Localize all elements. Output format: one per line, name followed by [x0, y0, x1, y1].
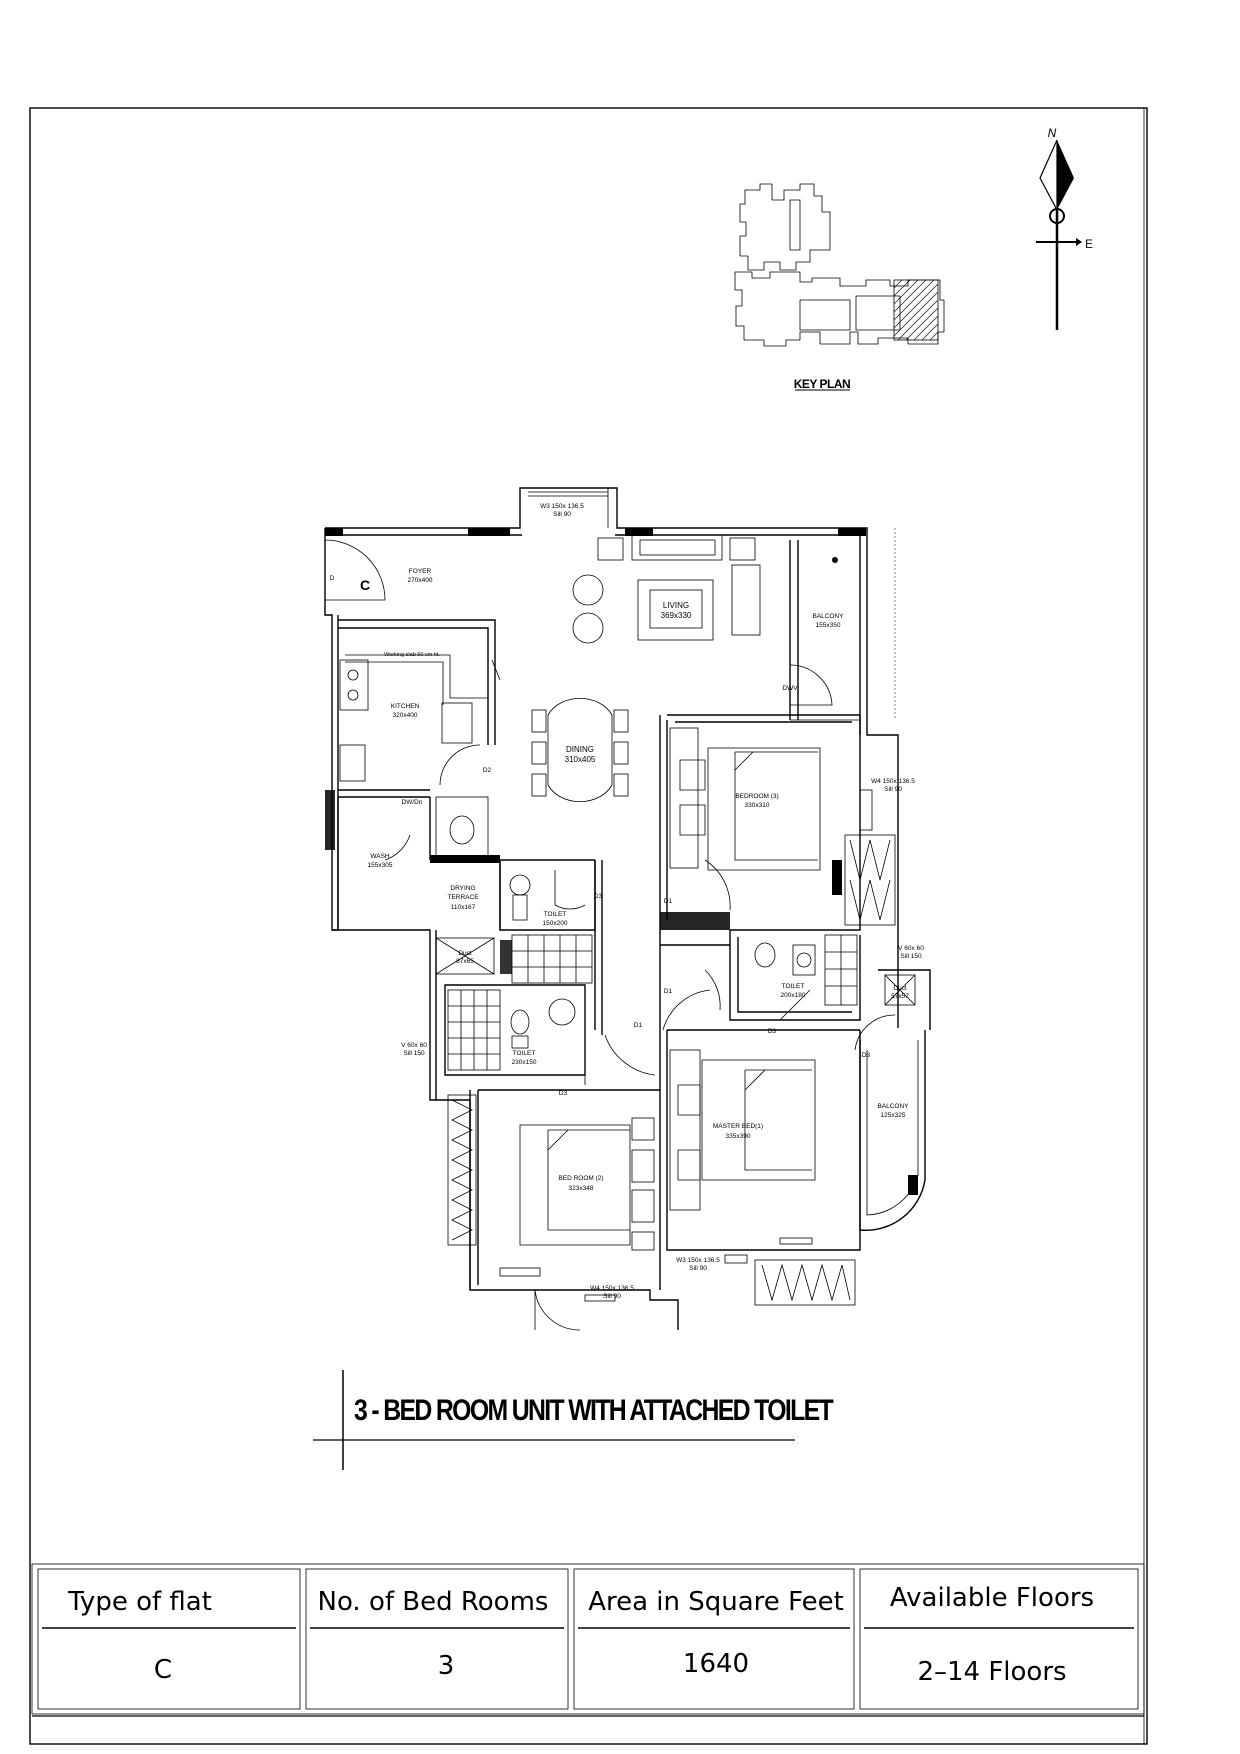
room-label-toilet-b: TOILET 200x180 — [781, 983, 806, 999]
svg-text:369x330: 369x330 — [661, 611, 692, 620]
duct-left-label: Duct — [458, 950, 472, 957]
svg-text:320x400: 320x400 — [393, 712, 418, 719]
svg-text:330x310: 330x310 — [745, 802, 770, 809]
window-top-label: W3 150x 136.5 — [540, 503, 584, 510]
svg-text:BED ROOM (2): BED ROOM (2) — [558, 1175, 603, 1182]
door-label-dwv: DWV — [782, 685, 798, 692]
working-slab-note: Working slab 60 cm ht. — [384, 652, 440, 658]
svg-text:310x405: 310x405 — [565, 755, 596, 764]
svg-text:LIVING: LIVING — [663, 601, 689, 610]
room-label-balcony-top: BALCONY 155x350 — [812, 613, 844, 629]
door-label-d3-c: D3 — [862, 1052, 871, 1059]
compass-north-label: N — [1048, 126, 1057, 140]
table-header-floors: Available Floors — [890, 1583, 1094, 1613]
door-label-d3-d: D3 — [559, 1090, 568, 1097]
room-label-toilet-c: TOILET 230x150 — [512, 1050, 537, 1066]
room-label-bedroom3: BEDROOM (3) 330x310 — [735, 793, 778, 809]
duct-right-size: 57x57 — [891, 993, 909, 1000]
svg-text:WASH: WASH — [370, 853, 390, 860]
window-top-sill: Sill 90 — [553, 511, 571, 518]
door-label-d1-b: D1 — [664, 988, 673, 995]
svg-text:BALCONY: BALCONY — [877, 1103, 909, 1110]
svg-text:125x325: 125x325 — [881, 1112, 906, 1119]
table-header-bedrooms: No. of Bed Rooms — [318, 1587, 549, 1617]
svg-text:155x305: 155x305 — [368, 862, 393, 869]
room-label-bedroom2: BED ROOM (2) 323x348 — [558, 1175, 603, 1192]
table-value-bedrooms: 3 — [438, 1651, 455, 1681]
window-right-sill: Sill 90 — [884, 786, 902, 793]
table-value-floors: 2–14 Floors — [917, 1657, 1066, 1687]
svg-text:FOYER: FOYER — [409, 568, 432, 575]
vent-right-label: V 60x 60 — [898, 945, 924, 952]
key-plan-label: KEY PLAN — [794, 377, 850, 391]
door-label-d: D — [330, 575, 335, 582]
key-plan-highlight — [893, 279, 939, 341]
floor-plan: FOYER 270x400 LIVING 369x330 BALCONY 155… — [324, 487, 931, 1331]
window-bottom-left-label: W4 150x 136.5 — [590, 1285, 634, 1292]
svg-text:335x390: 335x390 — [726, 1133, 751, 1140]
svg-text:BEDROOM (3): BEDROOM (3) — [735, 793, 778, 800]
door-label-d3-a: D3 — [594, 893, 603, 900]
room-label-kitchen: KITCHEN 320x400 — [391, 703, 420, 719]
window-bottom-left-sill: Sill 90 — [603, 1293, 621, 1300]
sheet-border — [29, 107, 1148, 1745]
north-arrow-icon: N E — [1036, 126, 1093, 330]
svg-text:110x167: 110x167 — [451, 904, 476, 911]
drawing-title-text: 3 - BED ROOM UNIT WITH ATTACHED TOILET — [354, 1394, 833, 1427]
room-label-living: LIVING 369x330 — [661, 601, 692, 620]
table-header-area: Area in Square Feet — [588, 1587, 844, 1617]
drawing-title: 3 - BED ROOM UNIT WITH ATTACHED TOILET — [313, 1370, 835, 1470]
svg-text:DRYING: DRYING — [450, 885, 475, 892]
svg-text:150x200: 150x200 — [543, 920, 568, 927]
vent-left-sill: Sill 150 — [403, 1050, 425, 1057]
svg-text:200x180: 200x180 — [781, 992, 806, 999]
svg-text:TOILET: TOILET — [782, 983, 805, 990]
room-label-dining: DINING 310x405 — [565, 745, 596, 764]
door-label-d3-b: D3 — [768, 1028, 777, 1035]
table-value-type: C — [154, 1655, 172, 1685]
svg-text:230x150: 230x150 — [512, 1059, 537, 1066]
svg-text:TERRACE: TERRACE — [447, 894, 479, 901]
svg-text:270x400: 270x400 — [408, 577, 433, 584]
table-header-type: Type of flat — [67, 1587, 212, 1617]
door-label-dwdn: DW/Dn — [402, 799, 423, 806]
room-label-toilet-a: TOILET 150x200 — [543, 911, 568, 927]
door-label-d1-a: D1 — [664, 898, 673, 905]
door-label-d2: D2 — [483, 767, 492, 774]
window-bottom-mid-label: W3 150x 136.5 — [676, 1257, 720, 1264]
svg-text:MASTER BED(1): MASTER BED(1) — [713, 1123, 763, 1130]
vent-right-sill: Sill 150 — [900, 953, 922, 960]
duct-right-label: Duct — [893, 985, 907, 992]
room-label-foyer: FOYER 270x400 — [408, 568, 433, 584]
table-value-area: 1640 — [683, 1649, 749, 1679]
door-label-c: C — [360, 577, 370, 593]
window-bottom-mid-sill: Sill 90 — [689, 1265, 707, 1272]
svg-text:155x350: 155x350 — [816, 622, 841, 629]
svg-text:TOILET: TOILET — [513, 1050, 536, 1057]
key-plan: KEY PLAN — [734, 183, 945, 391]
window-right-label: W4 150x 136.5 — [871, 778, 915, 785]
room-label-drying-terrace: DRYING TERRACE 110x167 — [447, 885, 479, 911]
room-label-balcony-right: BALCONY 125x325 — [877, 1103, 909, 1119]
compass-east-label: E — [1085, 237, 1093, 251]
flat-info-table: Type of flat No. of Bed Rooms Area in Sq… — [31, 1563, 1145, 1717]
svg-text:323x348: 323x348 — [569, 1185, 594, 1192]
room-label-master-bed: MASTER BED(1) 335x390 — [713, 1123, 763, 1140]
svg-text:TOILET: TOILET — [544, 911, 567, 918]
svg-text:BALCONY: BALCONY — [812, 613, 844, 620]
duct-left-size: 87x65 — [456, 958, 474, 965]
room-label-wash: WASH 155x305 — [368, 853, 393, 869]
vent-left-label: V 60x 60 — [401, 1042, 427, 1049]
svg-text:KITCHEN: KITCHEN — [391, 703, 420, 710]
door-label-d1-c: D1 — [634, 1022, 643, 1029]
svg-text:DINING: DINING — [566, 745, 594, 754]
